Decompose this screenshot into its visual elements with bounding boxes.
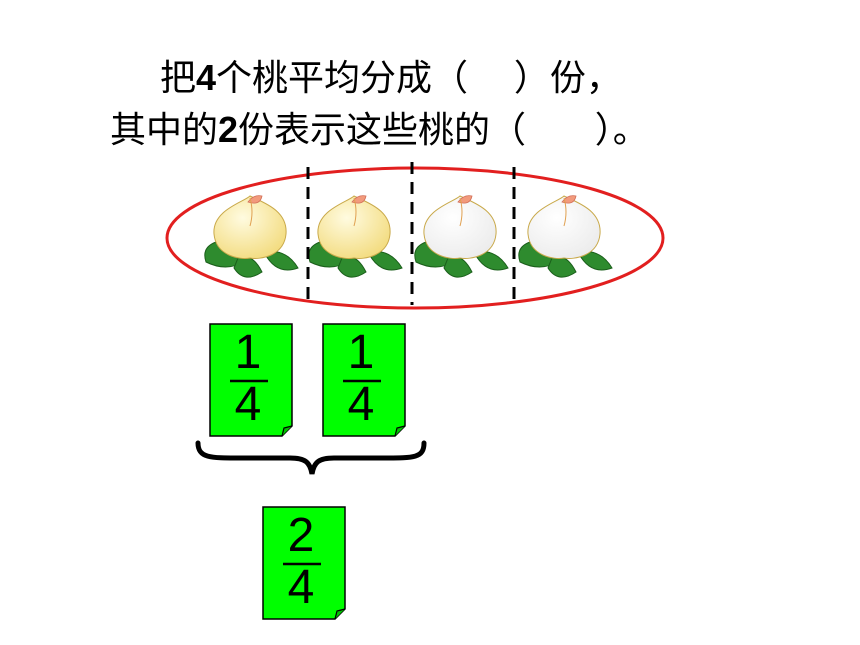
fraction-1-numerator: 1 <box>234 326 262 379</box>
question-line-2-prefix: 其中的 <box>110 110 219 151</box>
question-line-1: 把4个桃平均分成（ ）份， <box>160 56 622 101</box>
question-line-2-number: 2 <box>218 109 239 150</box>
peach-2 <box>308 195 403 278</box>
fraction-card-2: 1 4 <box>321 322 407 438</box>
question-line-2: 其中的2份表示这些桃的（ ）。 <box>110 108 649 153</box>
peach-4 <box>518 195 613 278</box>
peaches-group <box>204 195 613 278</box>
grouping-ellipse <box>165 166 665 310</box>
fraction-2-numerator: 1 <box>347 326 375 379</box>
result-fraction-card: 2 4 <box>261 505 347 621</box>
peach-3 <box>414 195 509 278</box>
fraction-1-denominator: 4 <box>234 378 262 431</box>
result-denominator: 4 <box>287 561 315 614</box>
question-line-2-suffix: 份表示这些桃的（ ）。 <box>238 110 649 151</box>
curly-brace <box>195 440 427 475</box>
result-numerator: 2 <box>287 509 315 562</box>
peach-1 <box>204 195 299 278</box>
question-line-1-suffix: 个桃平均分成（ ）份， <box>216 58 622 99</box>
fraction-2-denominator: 4 <box>347 378 375 431</box>
question-line-1-number: 4 <box>196 57 217 98</box>
question-line-1-prefix: 把 <box>160 58 197 99</box>
fraction-card-1: 1 4 <box>208 322 294 438</box>
